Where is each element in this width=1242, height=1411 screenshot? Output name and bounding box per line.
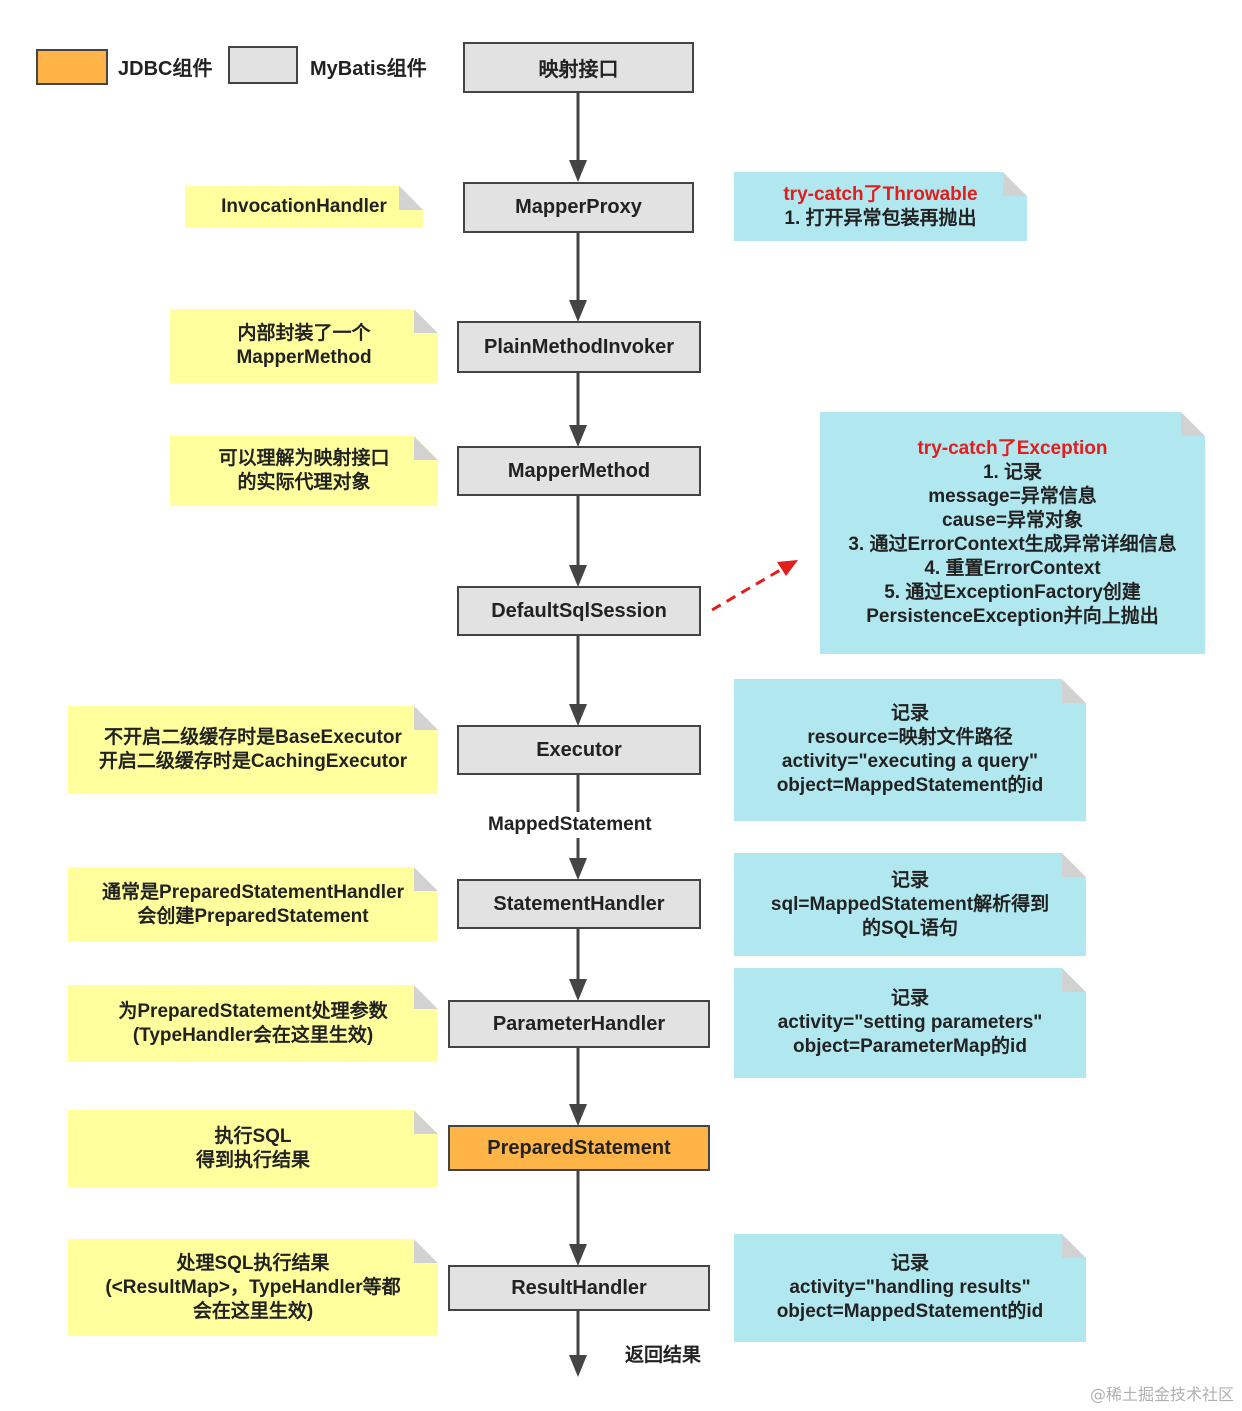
flow-label-mapped-statement: MappedStatement (488, 814, 652, 835)
note-line: 可以理解为映射接口 (218, 448, 390, 469)
note-line: sql=MappedStatement解析得到 (770, 893, 1050, 915)
node-result-handler: ResultHandler (448, 1265, 710, 1311)
note-line: 通常是PreparedStatementHandler (102, 881, 404, 903)
arrowhead-invoker (569, 300, 587, 322)
note-line: object=MappedStatement的id (776, 775, 1044, 796)
note-mapper-method: 可以理解为映射接口 的实际代理对象 (170, 436, 438, 506)
note-mapper-proxy-exception: try-catch了Throwable 1. 打开异常包装再抛出 (734, 172, 1027, 241)
note-fold (1062, 968, 1086, 992)
note-fold (414, 1110, 438, 1134)
arrowhead-return (569, 1355, 587, 1377)
node-statement-handler: StatementHandler (457, 879, 701, 929)
note-line: 记录 (890, 869, 929, 891)
note-line: (<ResultMap>，TypeHandler等都 (105, 1276, 401, 1298)
note-line: object=ParameterMap的id (793, 1036, 1027, 1057)
note-line: 记录 (890, 703, 929, 724)
note-plain-method-invoker: 内部封装了一个 MapperMethod (170, 309, 438, 383)
note-fold (1062, 1234, 1086, 1258)
note-line: 处理SQL执行结果 (176, 1252, 330, 1274)
note-line: object=MappedStatement的id (776, 1301, 1044, 1322)
note-line: 内部封装了一个 (237, 323, 371, 344)
note-invocation-handler: InvocationHandler (185, 186, 423, 228)
node-parameter-handler: ParameterHandler (448, 1000, 710, 1048)
dashed-arrowhead (777, 560, 798, 576)
note-line: 记录 (890, 988, 929, 1009)
note-fold (1181, 412, 1205, 436)
note-line: activity="executing a query" (781, 751, 1039, 772)
node-mapper-interface: 映射接口 (463, 42, 694, 93)
note-line: message=异常信息 (928, 486, 1097, 507)
arrowhead-param (569, 979, 587, 1001)
note-fold (399, 186, 423, 210)
note-fold (1062, 853, 1086, 877)
note-line: activity="setting parameters" (777, 1012, 1043, 1033)
note-fold (414, 309, 438, 333)
note-fold (414, 706, 438, 730)
note-executor-record: 记录 resource=映射文件路径 activity="executing a… (734, 679, 1086, 821)
note-line: 执行SQL (214, 1125, 292, 1147)
note-line: activity="handling results" (789, 1277, 1031, 1298)
arrowhead-proxy (569, 160, 587, 182)
note-line: 5. 通过ExceptionFactory创建 (884, 582, 1141, 603)
flow-label-return-result: 返回结果 (625, 1345, 702, 1366)
note-prepared-statement: 执行SQL 得到执行结果 (68, 1110, 438, 1187)
note-line: cause=异常对象 (942, 510, 1083, 531)
note-line: 会在这里生效) (192, 1300, 314, 1322)
note-line: 开启二级缓存时是CachingExecutor (98, 751, 408, 772)
node-default-sql-session: DefaultSqlSession (457, 586, 701, 636)
note-title: try-catch了Exception (917, 438, 1108, 459)
note-line: 1. 打开异常包装再抛出 (784, 207, 977, 229)
note-line: MapperMethod (236, 347, 372, 368)
legend-jdbc-swatch (36, 49, 108, 85)
legend-jdbc-label: JDBC组件 (118, 58, 213, 80)
note-line: PersistenceException并向上抛出 (866, 606, 1159, 627)
note-parameter-handler: 为PreparedStatement处理参数 (TypeHandler会在这里生… (68, 985, 438, 1062)
node-mapper-proxy: MapperProxy (463, 182, 694, 233)
note-line: 不开启二级缓存时是BaseExecutor (104, 727, 402, 748)
note-line: 4. 重置ErrorContext (924, 558, 1101, 579)
note-line: 得到执行结果 (195, 1149, 310, 1171)
note-result-handler-record: 记录 activity="handling results" object=Ma… (734, 1234, 1086, 1342)
arrowhead-session (569, 565, 587, 587)
note-line: 的实际代理对象 (237, 472, 371, 493)
note-result-handler: 处理SQL执行结果 (<ResultMap>，TypeHandler等都 会在这… (68, 1239, 438, 1336)
note-line: 会创建PreparedStatement (137, 905, 369, 927)
node-prepared-statement: PreparedStatement (448, 1125, 710, 1171)
node-plain-method-invoker: PlainMethodInvoker (457, 321, 701, 373)
note-fold (414, 985, 438, 1009)
note-fold (414, 1239, 438, 1263)
note-line: resource=映射文件路径 (807, 727, 1013, 748)
note-fold (1003, 172, 1027, 196)
node-executor: Executor (457, 725, 701, 775)
note-line: 3. 通过ErrorContext生成异常详细信息 (848, 534, 1177, 555)
arrowhead-prepared (569, 1104, 587, 1126)
arrowhead-method (569, 425, 587, 447)
note-line: InvocationHandler (221, 196, 387, 217)
note-fold (1062, 679, 1086, 703)
note-line: 为PreparedStatement处理参数 (118, 1000, 388, 1022)
note-fold (414, 436, 438, 460)
note-statement-handler-record: 记录 sql=MappedStatement解析得到 的SQL语句 (734, 853, 1086, 956)
arrowhead-executor (569, 704, 587, 726)
note-line: 记录 (890, 1253, 929, 1274)
note-fold (414, 867, 438, 891)
note-default-sql-session-exception: try-catch了Exception 1. 记录 message=异常信息 c… (820, 412, 1205, 654)
arrowhead-result (569, 1244, 587, 1266)
note-statement-handler: 通常是PreparedStatementHandler 会创建PreparedS… (68, 867, 438, 942)
note-executor: 不开启二级缓存时是BaseExecutor 开启二级缓存时是CachingExe… (68, 706, 438, 794)
watermark: @稀土掘金技术社区 (1089, 1385, 1234, 1404)
note-parameter-handler-record: 记录 activity="setting parameters" object=… (734, 968, 1086, 1078)
note-line: 的SQL语句 (861, 917, 959, 939)
note-line: 1. 记录 (982, 462, 1043, 483)
note-title: try-catch了Throwable (783, 183, 978, 205)
legend-mybatis-swatch (228, 46, 298, 84)
arrowhead-stmt (569, 858, 587, 880)
note-line: (TypeHandler会在这里生效) (132, 1024, 374, 1046)
node-mapper-method: MapperMethod (457, 446, 701, 496)
dashed-arrow-to-exception-note (711, 567, 783, 612)
legend-mybatis-label: MyBatis组件 (310, 58, 427, 80)
